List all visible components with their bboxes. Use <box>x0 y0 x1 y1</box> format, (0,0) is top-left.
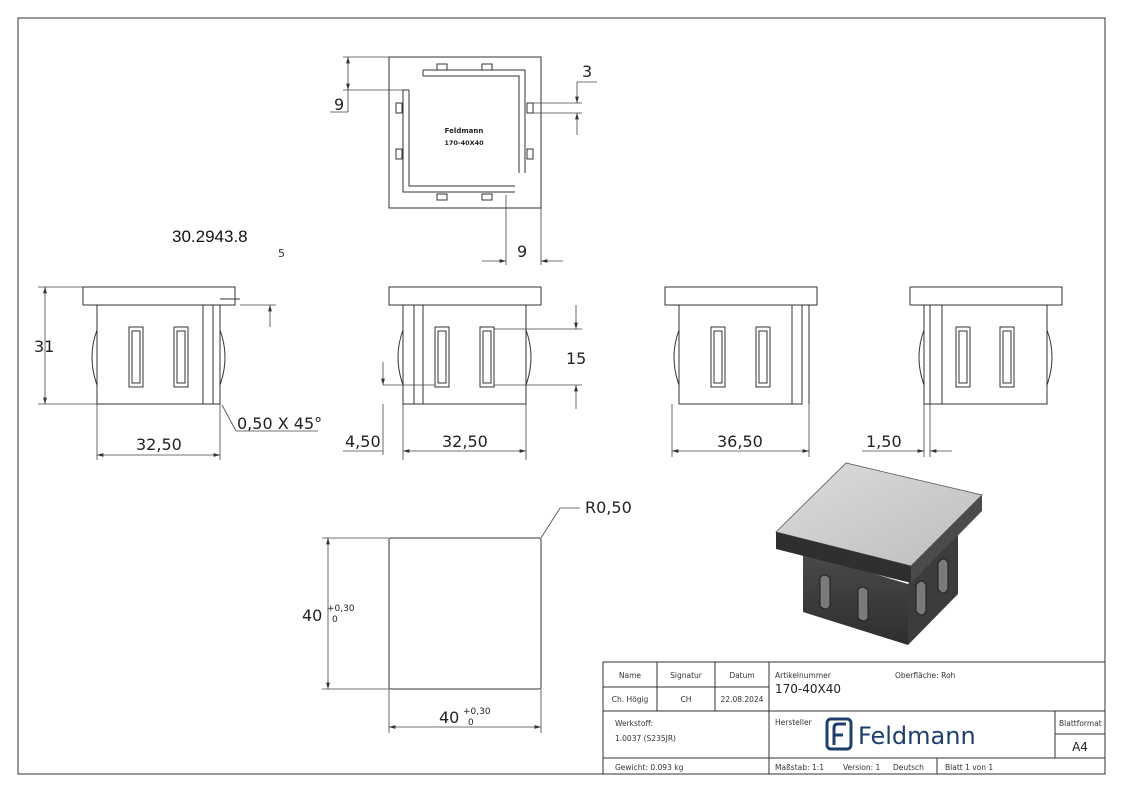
title-block-col-name: Name <box>619 671 642 680</box>
top-view: Feldmann 170-40X40 <box>388 56 542 209</box>
title-block-blatt: Blatt 1 von 1 <box>945 763 993 772</box>
side-view-4 <box>909 286 1063 405</box>
drawing-frame <box>17 17 1106 775</box>
dim-40-height: 40 <box>302 606 322 625</box>
dim-3: 3 <box>582 62 592 81</box>
dim-1-50: 1,50 <box>866 432 902 451</box>
dim-32-50-a: 32,50 <box>136 435 182 454</box>
side-view-4-dimensions: 1,50 <box>862 404 952 457</box>
top-view-part-label: 170-40X40 <box>444 139 484 147</box>
reference-number: 30.2943.8 <box>172 227 248 246</box>
title-block-werkstoff: 1.0037 (S235JR) <box>615 734 676 743</box>
title-block-gewicht: Gewicht: 0.093 kg <box>615 763 684 772</box>
title-block-hersteller-label: Hersteller <box>775 718 813 727</box>
title-block-massstab: Maßstab: 1:1 <box>775 763 824 772</box>
dim-chamfer: 0,50 X 45° <box>237 414 322 433</box>
side-view-3 <box>664 286 818 405</box>
side-view-1-dimensions: 31 32,50 0,50 X 45° <box>34 286 322 460</box>
title-block-sprache: Deutsch <box>893 763 924 772</box>
dim-4-50: 4,50 <box>345 432 381 451</box>
square-view-dimensions: R0,50 40 +0,30 0 40 +0,30 0 <box>302 498 632 733</box>
feldmann-logo-text: Feldmann <box>858 722 976 750</box>
dim-9-left: 9 <box>334 95 344 114</box>
title-block-blattformat: A4 <box>1072 740 1088 754</box>
title-block-name: Ch. Högig <box>612 695 649 704</box>
side-view-2 <box>388 286 542 405</box>
dim-40-width: 40 <box>439 708 459 727</box>
title-block <box>602 661 1106 775</box>
dim-40-height-tol-low: 0 <box>332 615 338 625</box>
stray-mark: 5 <box>278 247 285 260</box>
feldmann-logo-icon <box>825 717 853 751</box>
square-view <box>388 537 542 690</box>
top-view-dimensions: 9 3 9 <box>330 56 597 265</box>
title-block-signatur: CH <box>681 695 692 704</box>
title-block-col-datum: Datum <box>729 671 754 680</box>
side-view-1 <box>82 282 250 405</box>
top-view-brand-label: Feldmann <box>445 127 484 135</box>
dim-9-bottom: 9 <box>517 242 527 261</box>
title-block-artikelnummer-label: Artikelnummer <box>775 671 832 680</box>
title-block-col-signatur: Signatur <box>670 671 703 680</box>
dim-r0-50: R0,50 <box>585 498 632 517</box>
title-block-artikelnummer: 170-40X40 <box>775 682 841 696</box>
title-block-blattformat-label: Blattformat <box>1059 719 1102 728</box>
dim-36-50: 36,50 <box>717 432 763 451</box>
dim-32-50-b: 32,50 <box>442 432 488 451</box>
dim-40-height-tol-up: +0,30 <box>327 604 355 614</box>
dim-40-width-tol-low: 0 <box>468 718 474 728</box>
title-block-oberflaeche: Oberfläche: Roh <box>895 671 956 680</box>
dim-40-width-tol-up: +0,30 <box>463 707 491 717</box>
dim-31: 31 <box>34 337 54 356</box>
isometric-render <box>775 462 983 645</box>
title-block-datum: 22.08.2024 <box>721 695 764 704</box>
side-view-2-dimensions: 15 4,50 32,50 <box>343 305 586 460</box>
dim-15: 15 <box>566 349 586 368</box>
side-view-3-dimensions: 36,50 <box>671 404 810 457</box>
title-block-version: Version: 1 <box>843 763 880 772</box>
title-block-werkstoff-label: Werkstoff: <box>615 719 653 728</box>
